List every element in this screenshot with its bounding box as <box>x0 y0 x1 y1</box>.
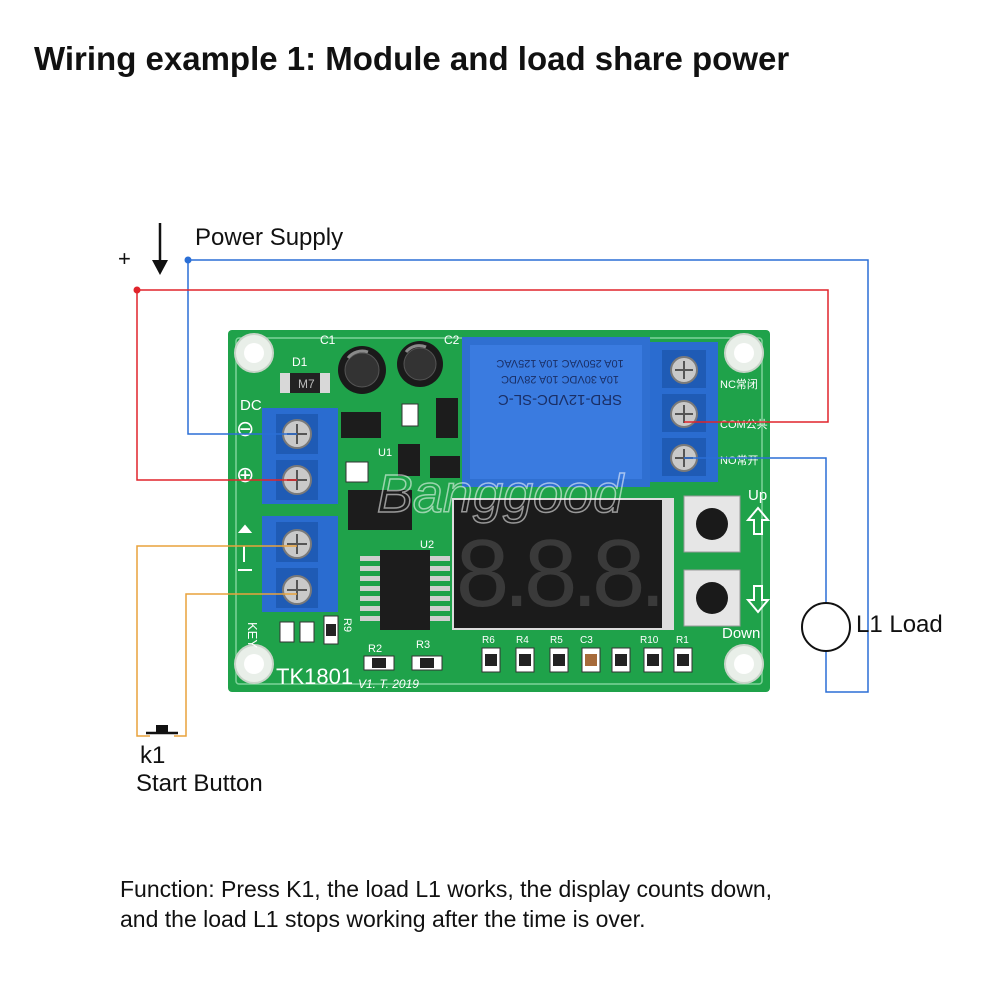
load-l1-symbol <box>801 602 851 652</box>
c2-label: C2 <box>444 333 460 347</box>
positive-wire <box>136 290 297 481</box>
capacitor-c1 <box>338 346 386 394</box>
dc-label: DC <box>240 397 262 414</box>
r9-label: R9 <box>341 618 353 632</box>
u2-label: U2 <box>420 539 434 551</box>
up-label: Up <box>748 487 767 504</box>
button-id-label: k1 <box>140 742 166 769</box>
r5-label: R5 <box>550 635 563 646</box>
relay-model: SRD-12VDC-SL-C <box>498 391 622 408</box>
key-label: KEY <box>245 622 260 648</box>
board-version: V1. T. 2019 <box>358 677 419 691</box>
key-terminal-block <box>262 516 338 612</box>
power-supply-label: Power Supply <box>195 224 344 251</box>
key-wire-1 <box>136 545 297 737</box>
positive-terminal-label: + <box>118 246 131 271</box>
u1-label: U1 <box>378 447 392 459</box>
board-model: TK1801 <box>276 664 353 689</box>
r2-label: R2 <box>368 643 382 655</box>
c3-label: C3 <box>580 635 593 646</box>
c1-label: C1 <box>320 333 336 347</box>
load-label: L1 Load <box>856 611 943 638</box>
mounting-holes <box>234 333 764 684</box>
power-arrow-icon <box>152 223 168 275</box>
dc-terminal-block <box>262 408 338 504</box>
no-to-load-wire <box>684 457 827 604</box>
up-button[interactable] <box>683 495 741 553</box>
smd-regulator <box>348 490 412 530</box>
no-label: NO常开 <box>720 454 759 467</box>
smd-chip <box>436 398 458 438</box>
display-digits: 8.8.8. <box>456 520 660 627</box>
function-description-line-2: and the load L1 stops working after the … <box>120 906 646 932</box>
smd-pads-left <box>279 621 295 643</box>
down-arrow-icon <box>745 585 771 614</box>
r3-label: R3 <box>416 639 430 651</box>
function-description-line-1: Function: Press K1, the load L1 works, t… <box>120 876 773 902</box>
r6-label: R6 <box>482 635 495 646</box>
positive-to-com-wire <box>137 289 829 423</box>
supply-to-load-wire <box>188 259 869 693</box>
key-wire-2 <box>174 593 297 737</box>
key-button-symbol <box>237 524 253 571</box>
relay-rating-1: 10A 30VDC 10A 28VDC <box>501 373 619 385</box>
positive-node <box>133 286 141 294</box>
seven-segment-display: 8.8.8. <box>452 498 674 630</box>
smd-resistor-row <box>481 647 693 673</box>
page-title: Wiring example 1: Module and load share … <box>34 40 790 77</box>
diode-d1 <box>280 373 330 393</box>
dc-plus-symbol: ⊕ <box>236 462 254 487</box>
r10-label: R10 <box>640 635 659 646</box>
d1-marking: M7 <box>298 377 315 391</box>
ic-u2 <box>360 550 450 630</box>
relay-rating-2: 10A 250VAC 10A 125VAC <box>496 357 623 369</box>
start-button-label: Start Button <box>136 770 263 797</box>
down-button[interactable] <box>683 569 741 627</box>
com-label: COM公共 <box>720 418 768 431</box>
negative-wire <box>187 260 297 435</box>
watermark: Banggood <box>377 464 625 524</box>
d1-label: D1 <box>292 355 308 369</box>
relay-terminal-block <box>650 342 718 482</box>
relay: SRD-12VDC-SL-C 10A 30VDC 10A 28VDC 10A 2… <box>462 337 650 487</box>
start-button-symbol <box>146 725 178 735</box>
r1-label: R1 <box>676 635 689 646</box>
u1-chip <box>398 444 420 476</box>
nc-label: NC常闭 <box>720 378 758 391</box>
negative-node <box>184 256 192 264</box>
smd-part <box>430 456 460 478</box>
capacitor-c2 <box>397 341 443 387</box>
down-label: Down <box>722 625 760 642</box>
r4-label: R4 <box>516 635 529 646</box>
up-arrow-icon <box>745 506 771 535</box>
dc-minus-symbol: ⊖ <box>236 416 254 441</box>
smd-resistor <box>401 403 419 427</box>
transistor <box>341 412 381 438</box>
smd-part-small <box>345 461 369 483</box>
